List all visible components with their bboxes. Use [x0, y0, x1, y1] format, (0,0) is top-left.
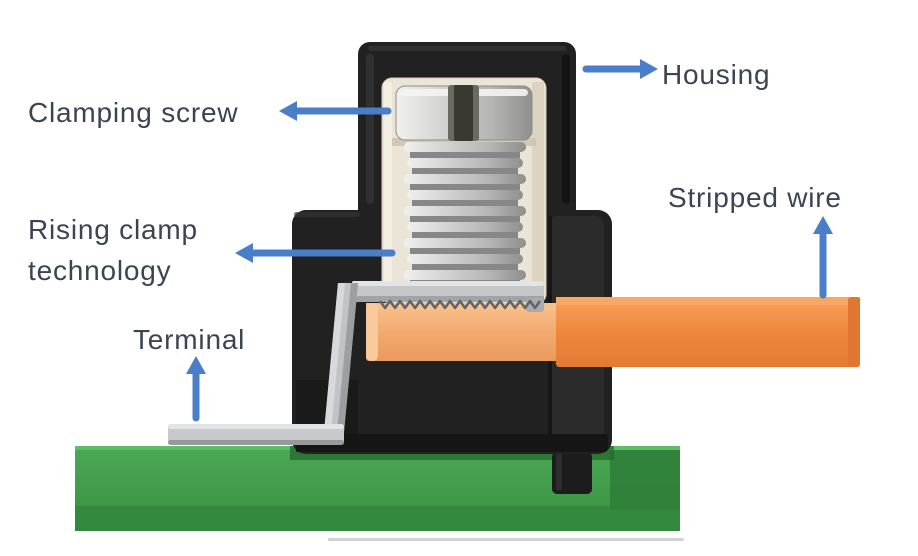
label-stripped-wire: Stripped wire: [668, 182, 842, 213]
label-clamping-screw: Clamping screw: [28, 97, 239, 128]
terminal-arrow: [186, 356, 206, 422]
surface-line: [328, 538, 684, 541]
clamping-screw-arrow: [279, 101, 392, 121]
rising-clamp-arrow: [235, 243, 396, 263]
clamping-screw-shape: [392, 85, 536, 286]
solder-pin: [552, 452, 592, 494]
label-terminal: Terminal: [133, 324, 246, 355]
stripped-wire-arrow: [813, 216, 833, 299]
terminal-strip: [168, 283, 358, 445]
clamp-plate: [352, 281, 544, 312]
label-rising-clamp: Rising clamp technology: [28, 214, 198, 286]
label-housing: Housing: [662, 59, 771, 90]
stripped-wire-shape: [366, 297, 860, 367]
housing-arrow: [582, 59, 658, 79]
